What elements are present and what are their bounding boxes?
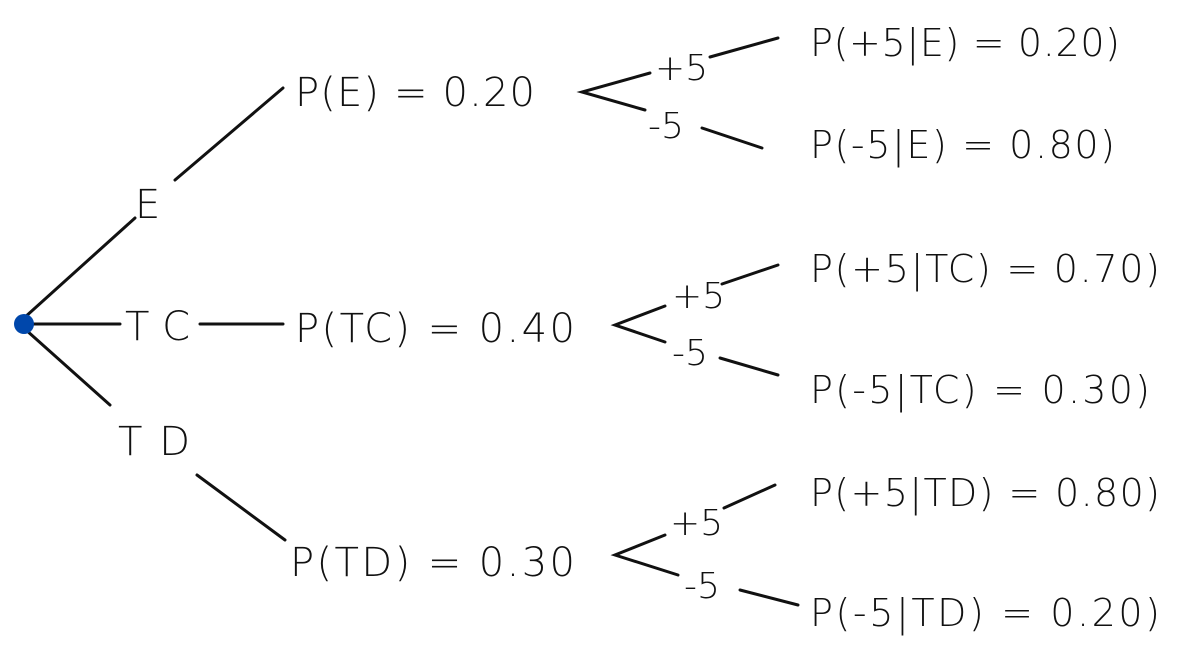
prob-plus-given-td: P(+5|TD) = 0.80) xyxy=(810,471,1160,516)
prob-plus-given-e: P(+5|E) = 0.20) xyxy=(810,21,1120,66)
edge-root-td-lower xyxy=(195,473,287,542)
edge-root-td-upper xyxy=(24,328,112,407)
td-minus-label: -5 xyxy=(684,566,720,607)
tc-minus-label: -5 xyxy=(672,333,708,374)
edge-tc-plus xyxy=(720,263,780,286)
prob-plus-given-tc: P(+5|TC) = 0.70) xyxy=(810,247,1160,292)
fork-td xyxy=(610,533,680,577)
branch-label-e: E xyxy=(135,182,160,228)
edge-tc-minus xyxy=(718,356,780,377)
edge-td-minus xyxy=(738,588,800,607)
edge-e-plus xyxy=(708,36,780,59)
e-plus-label: +5 xyxy=(655,48,708,89)
prob-minus-given-td: P(-5|TD) = 0.20) xyxy=(810,591,1160,636)
branch-label-tc: TC xyxy=(125,304,190,350)
branch-label-td: TD xyxy=(118,419,190,465)
prob-td: P(TD) = 0.30 xyxy=(290,540,575,586)
prob-tc: P(TC) = 0.40 xyxy=(295,306,575,352)
fork-e xyxy=(576,71,652,112)
prob-minus-given-tc: P(-5|TC) = 0.30) xyxy=(810,368,1150,413)
prob-e: P(E) = 0.20 xyxy=(295,70,535,116)
root-node xyxy=(14,314,34,334)
edge-td-plus xyxy=(722,483,777,510)
prob-minus-given-e: P(-5|E) = 0.80) xyxy=(810,123,1115,168)
edge-root-e-upper xyxy=(173,86,285,182)
edge-root-e-lower xyxy=(22,216,137,320)
fork-tc xyxy=(610,304,667,344)
tc-plus-label: +5 xyxy=(672,276,725,317)
td-plus-label: +5 xyxy=(670,503,723,544)
edge-e-minus xyxy=(700,126,764,150)
e-minus-label: -5 xyxy=(648,106,684,147)
